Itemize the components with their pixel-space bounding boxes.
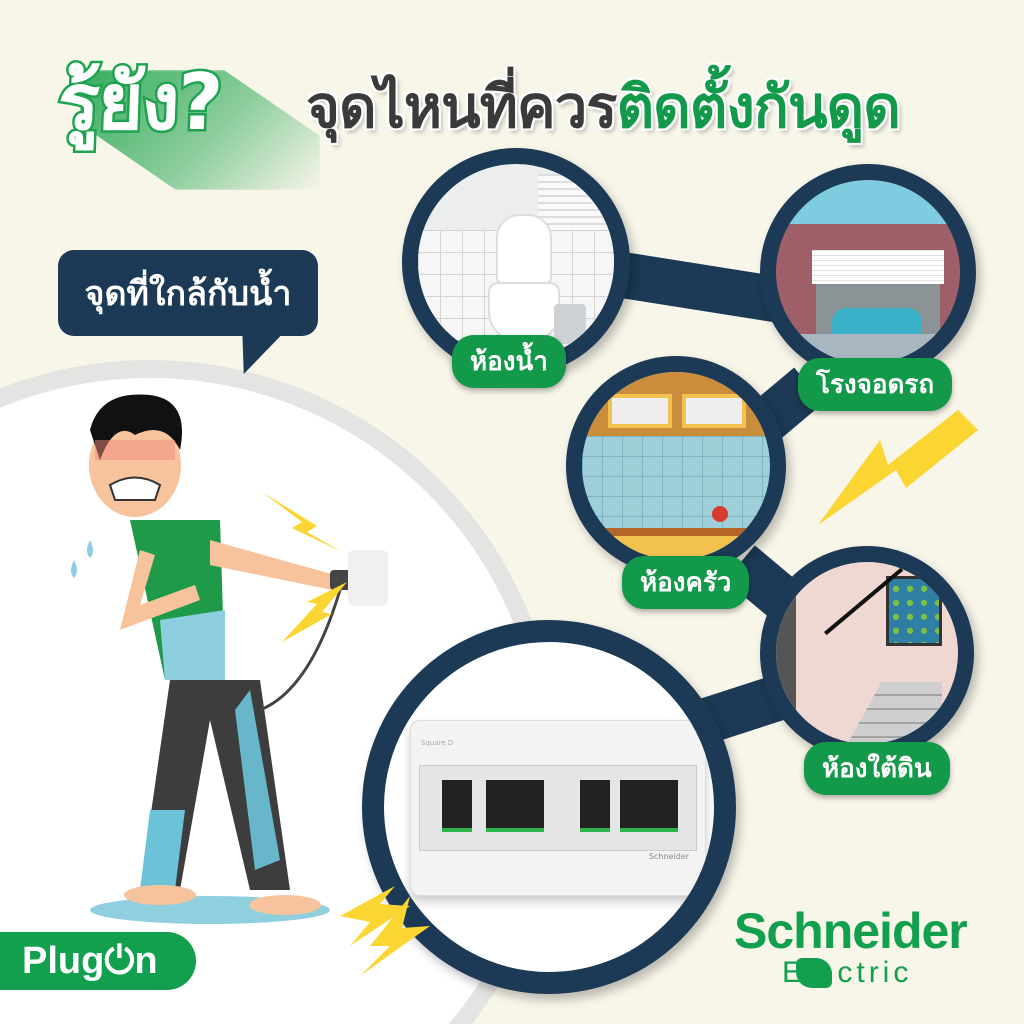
- toilet-icon: [496, 214, 552, 284]
- label-bathroom: ห้องน้ำ: [452, 335, 566, 388]
- label-basement: ห้องใต้ดิน: [804, 742, 950, 795]
- schneider-name: Schneider: [734, 903, 968, 959]
- product-brand-small: Square D: [421, 739, 454, 747]
- breaker-cover: [419, 765, 697, 851]
- breaker-rcbo: [580, 780, 610, 832]
- garage-sky: [776, 180, 960, 224]
- headline-title-dark: จุดไหนที่ควร: [306, 73, 617, 141]
- toilet-bowl: [488, 282, 560, 342]
- headline-title-green: ติดตั้งกันดูด: [616, 73, 900, 141]
- scene-kitchen: [566, 356, 786, 576]
- plugon-logo: Plug⏻n: [0, 932, 196, 990]
- scene-basement: [760, 546, 974, 760]
- headline-prefix: รู้ยัง?: [54, 56, 225, 151]
- schneider-electric-logo: Schneider Electric: [734, 903, 968, 989]
- cabinet-glass-left: [608, 394, 672, 428]
- scene-garage: [760, 164, 976, 380]
- schneider-mark-icon: [796, 958, 832, 988]
- breaker-4: [620, 780, 678, 832]
- basement-pillar: [776, 562, 796, 744]
- garage-door: [812, 250, 944, 284]
- speech-bubble: จุดที่ใกล้กับน้ำ: [58, 250, 318, 336]
- trash-bin-icon: [554, 304, 586, 344]
- tomato-icon: [712, 506, 728, 522]
- lightning-small-icon: [262, 492, 347, 642]
- shocked-man-illustration: [71, 394, 388, 924]
- wall-art-icon: [886, 576, 942, 646]
- breaker-1: [442, 780, 472, 832]
- cabinet-glass-right: [682, 394, 746, 428]
- breaker-2: [486, 780, 544, 832]
- connector-bath-garage: [606, 250, 782, 323]
- consumer-unit-image: Square D Schneider: [410, 720, 706, 896]
- lightning-bottom-icon: [340, 886, 430, 976]
- lightning-large-icon: [818, 410, 978, 525]
- kitchen-counter: [582, 528, 770, 536]
- kitchen-tiles: [582, 436, 770, 532]
- product-maker-small: Schneider: [648, 852, 689, 861]
- speech-bubble-tail: [221, 330, 287, 374]
- headline-title: จุดไหนที่ควรติดตั้งกันดูด: [306, 60, 901, 153]
- label-kitchen: ห้องครัว: [622, 556, 750, 609]
- label-garage: โรงจอดรถ: [798, 358, 953, 411]
